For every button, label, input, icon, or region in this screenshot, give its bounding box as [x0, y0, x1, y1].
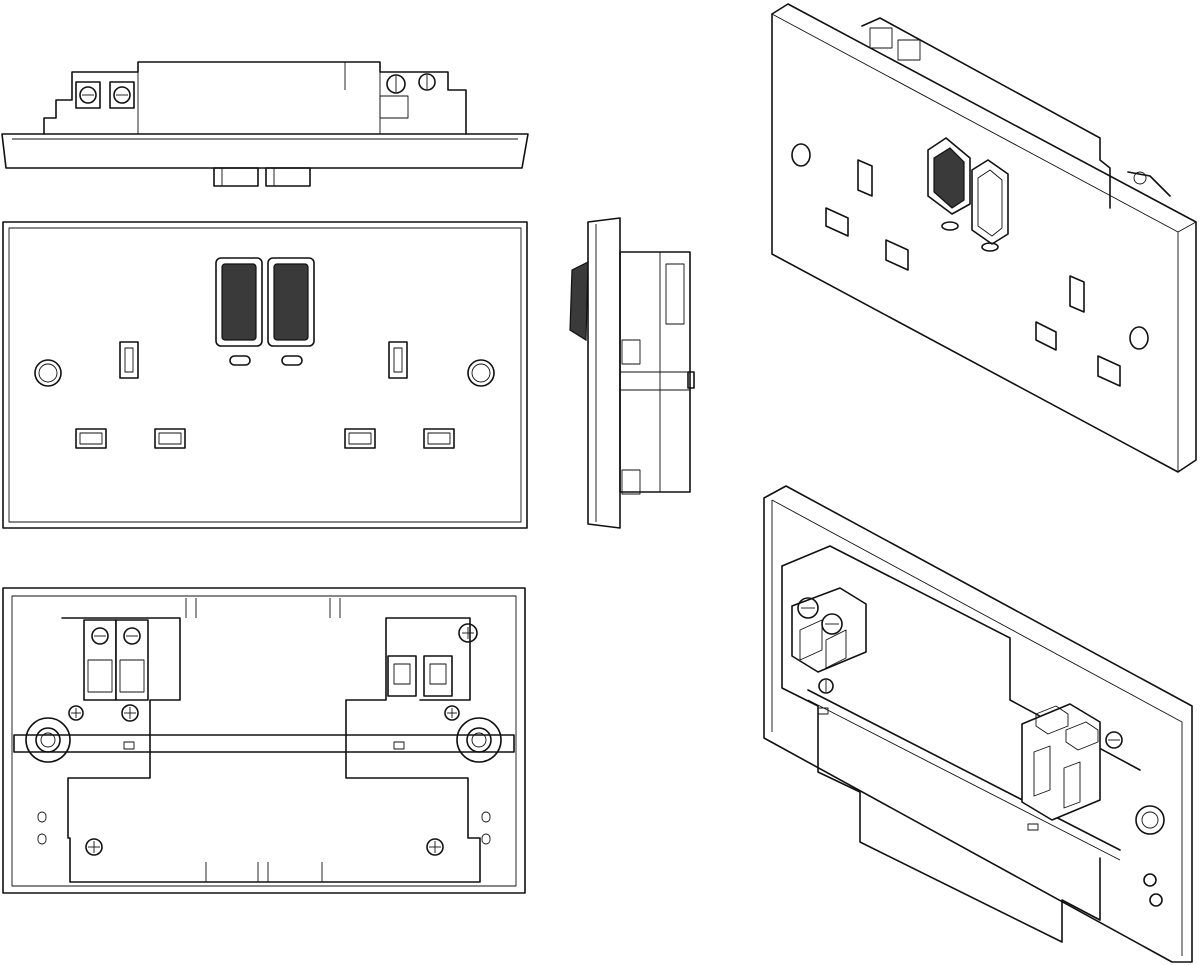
- top-view: [1, 61, 529, 187]
- rear-view-faceplate: [2, 587, 526, 894]
- front-view-neon-indicator-right: [281, 355, 303, 366]
- iso-front-screw-hole-left: [791, 143, 811, 167]
- rear-view-fixing-lug-right: [456, 717, 502, 763]
- iso-front-neon-left: [941, 221, 959, 231]
- iso-front-screw-hole-right: [1129, 326, 1149, 350]
- iso-front-switch-right[interactable]: [971, 159, 1009, 245]
- front-view-switch-right[interactable]: [267, 257, 315, 347]
- rear-view: [2, 587, 526, 894]
- front-view-screw-hole-left: [34, 359, 62, 387]
- side-view-faceplate: [587, 217, 621, 529]
- iso-front-faceplate: [771, 3, 1197, 473]
- side-view-rocker: [569, 261, 589, 342]
- isometric-rear-view: [763, 485, 1193, 963]
- top-view-back-box: [43, 61, 467, 135]
- iso-front-socket-right: [1035, 275, 1121, 387]
- front-view-screw-hole-right: [467, 359, 495, 387]
- front-view-faceplate: [2, 221, 528, 529]
- iso-front-switch-left[interactable]: [927, 137, 971, 215]
- side-view: [569, 217, 695, 529]
- iso-rear-terminal-right: [1021, 703, 1101, 821]
- rear-view-fixing-lug-left: [25, 717, 71, 763]
- iso-front-socket-left: [825, 159, 909, 271]
- front-view-socket-right: [344, 341, 455, 449]
- iso-rear-faceplate: [763, 485, 1193, 963]
- rear-view-earth-terminal: [121, 704, 139, 722]
- rear-view-back-box: [61, 617, 481, 883]
- iso-rear-terminal-left: [791, 587, 867, 673]
- front-view-neon-indicator-left: [229, 355, 251, 366]
- front-view-switch-left[interactable]: [215, 257, 263, 347]
- iso-front-back-box: [861, 17, 1111, 209]
- isometric-front-view: [771, 3, 1197, 473]
- top-view-faceplate: [1, 133, 529, 169]
- rear-view-terminal-right: [387, 655, 417, 697]
- front-view: [2, 221, 528, 529]
- front-view-socket-left: [75, 341, 186, 449]
- rear-view-strap: [13, 734, 515, 753]
- iso-front-neon-right: [981, 242, 999, 252]
- iso-rear-strap: [807, 689, 1121, 851]
- iso-rear-fixing-lug: [1135, 805, 1165, 835]
- top-view-switch-rockers: [213, 167, 311, 187]
- top-view-terminal-screws: [75, 73, 436, 119]
